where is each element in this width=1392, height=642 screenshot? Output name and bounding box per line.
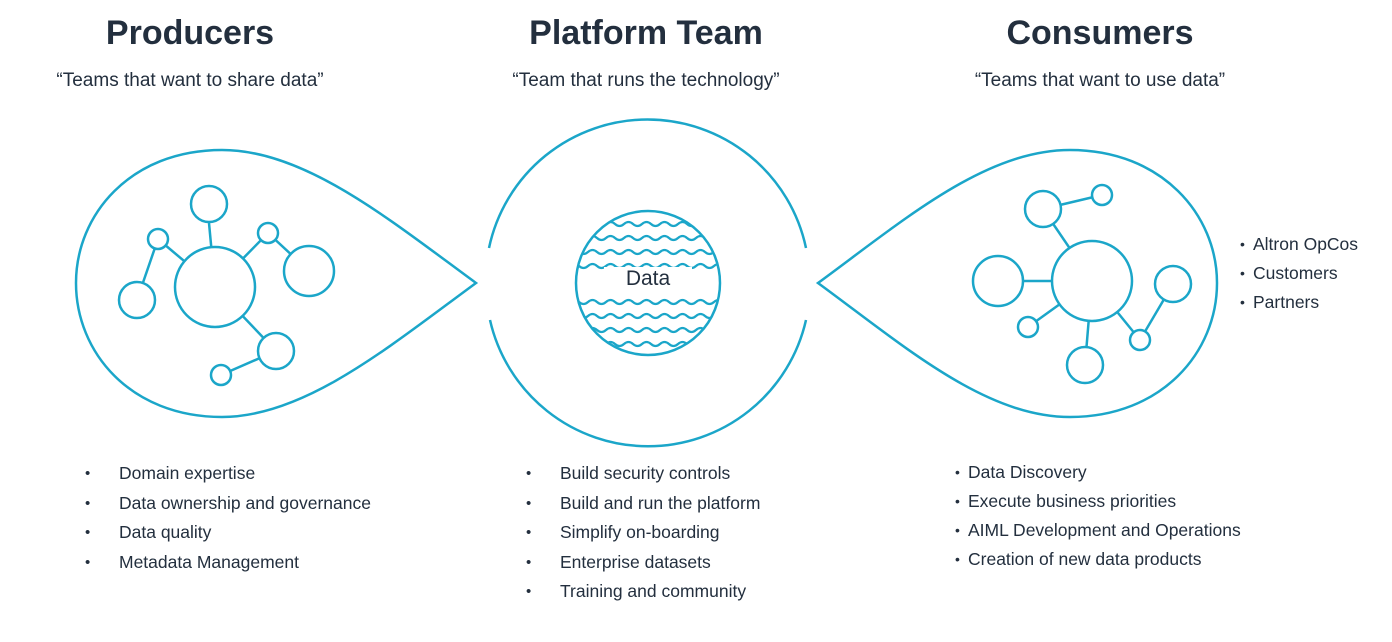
platform-title: Platform Team xyxy=(529,14,763,52)
consumers-list: Data Discovery Execute business prioriti… xyxy=(955,458,1241,574)
list-item: Creation of new data products xyxy=(955,545,1241,574)
consumer-drop-shape xyxy=(815,148,1219,419)
platform-subtitle: “Team that runs the technology” xyxy=(512,70,780,91)
data-label: Data xyxy=(604,267,692,291)
list-item: Altron OpCos xyxy=(1240,230,1358,259)
list-item: Domain expertise xyxy=(85,459,371,489)
consumers-side-list: Altron OpCos Customers Partners xyxy=(1240,230,1358,317)
list-item: Data Discovery xyxy=(955,458,1241,487)
producer-drop-shape xyxy=(74,148,479,419)
list-item: Build security controls xyxy=(526,459,760,489)
wave-line xyxy=(577,262,719,270)
wave-line xyxy=(577,312,719,320)
platform-ring-top-arc xyxy=(487,118,808,249)
list-item: Build and run the platform xyxy=(526,489,760,519)
list-item: Metadata Management xyxy=(85,548,371,578)
producers-subtitle: “Teams that want to share data” xyxy=(56,70,324,91)
platform-ring-bottom-arc xyxy=(488,319,808,448)
list-item: Data quality xyxy=(85,518,371,548)
list-item: Customers xyxy=(1240,259,1358,288)
platform-list: Build security controls Build and run th… xyxy=(526,459,760,607)
wave-line xyxy=(577,220,719,228)
list-item: Partners xyxy=(1240,288,1358,317)
wave-line xyxy=(577,340,719,348)
wave-line xyxy=(577,248,719,256)
producers-list: Domain expertise Data ownership and gove… xyxy=(85,459,371,577)
producers-title: Producers xyxy=(105,14,275,52)
consumers-subtitle: “Teams that want to use data” xyxy=(974,70,1226,91)
list-item: AIML Development and Operations xyxy=(955,516,1241,545)
list-item: Simplify on-boarding xyxy=(526,518,760,548)
list-item: Training and community xyxy=(526,577,760,607)
list-item: Enterprise datasets xyxy=(526,548,760,578)
producer-network-icon xyxy=(117,184,336,387)
consumer-network-icon xyxy=(971,183,1193,385)
list-item: Execute business priorities xyxy=(955,487,1241,516)
consumers-title: Consumers xyxy=(1006,14,1194,52)
wave-line xyxy=(577,298,719,306)
list-item: Data ownership and governance xyxy=(85,489,371,519)
